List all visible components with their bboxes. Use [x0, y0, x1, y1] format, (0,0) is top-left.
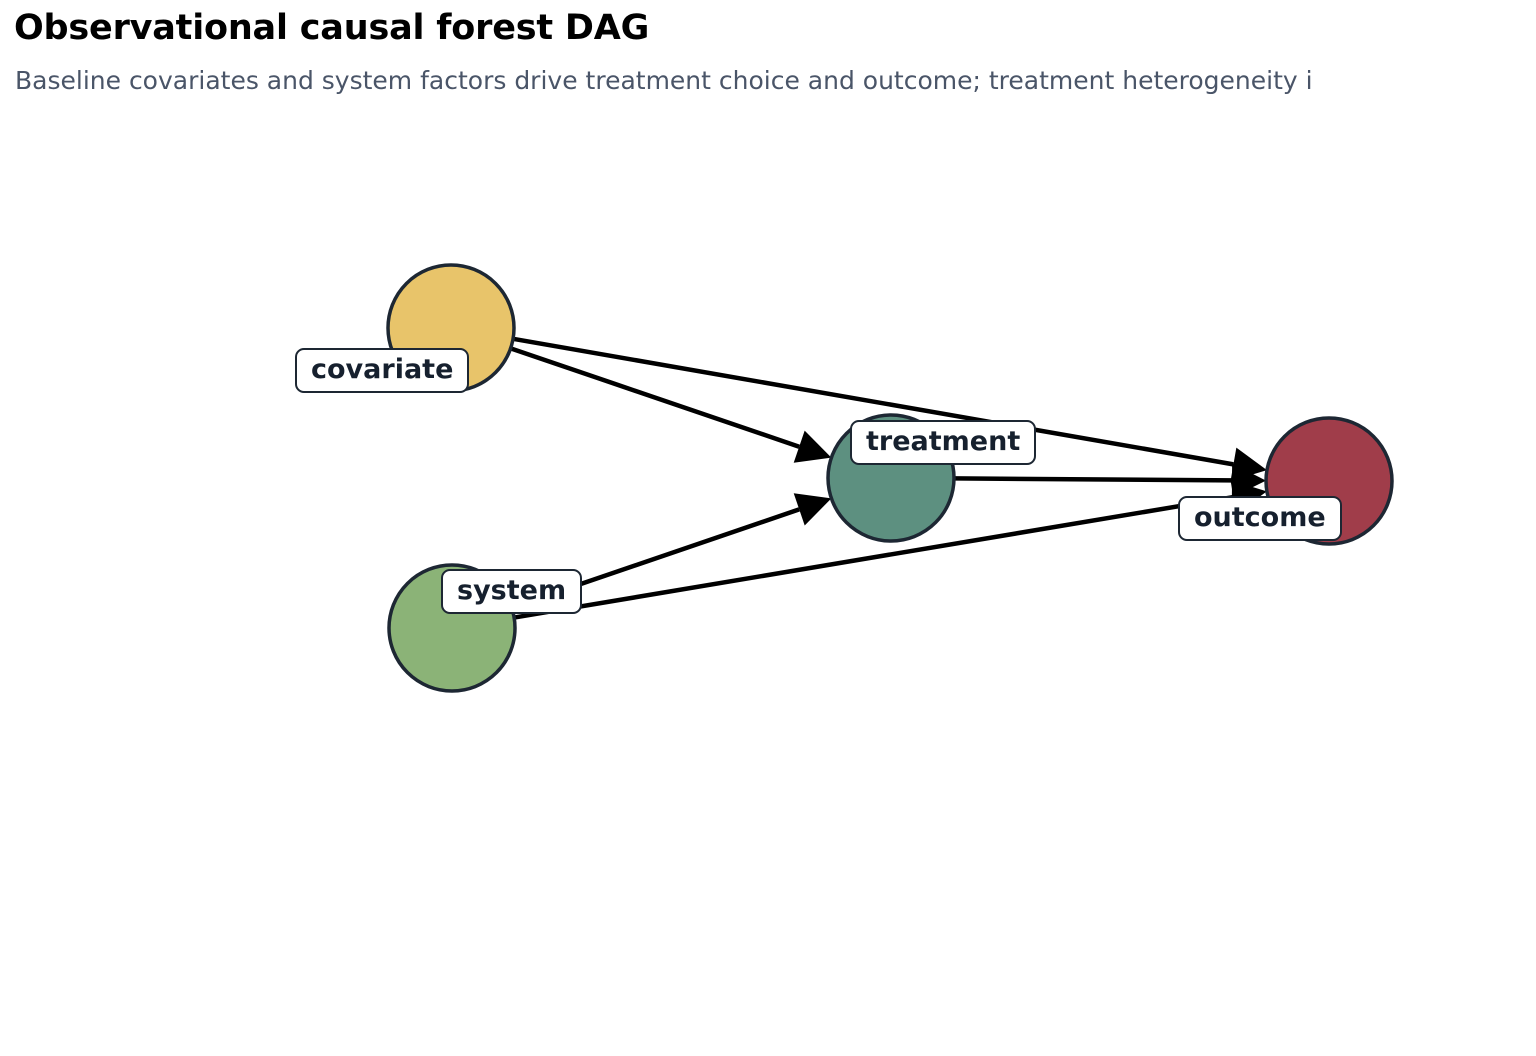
edge-line	[509, 346, 800, 449]
page-title: Observational causal forest DAG	[14, 8, 650, 48]
dag-node-label-system[interactable]: system	[441, 569, 583, 615]
edge-line	[513, 494, 1234, 620]
edge-arrowhead-icon	[793, 430, 832, 463]
dag-edge-covariate-to-treatment	[509, 346, 832, 463]
dag-node-label-outcome[interactable]: outcome	[1178, 496, 1342, 542]
edge-line	[512, 336, 1234, 467]
edge-arrowhead-icon	[793, 493, 832, 526]
dag-node-label-treatment[interactable]: treatment	[850, 420, 1037, 466]
figure-header: Observational causal forest DAG Baseline…	[0, 0, 1536, 120]
page-subtitle: Baseline covariates and system factors d…	[15, 66, 1313, 95]
edge-line	[953, 476, 1233, 483]
dag-edge-treatment-to-outcome	[953, 463, 1267, 498]
dag-node-label-covariate[interactable]: covariate	[295, 348, 470, 394]
edge-layer	[509, 336, 1267, 620]
edge-arrowhead-icon	[1231, 463, 1267, 498]
